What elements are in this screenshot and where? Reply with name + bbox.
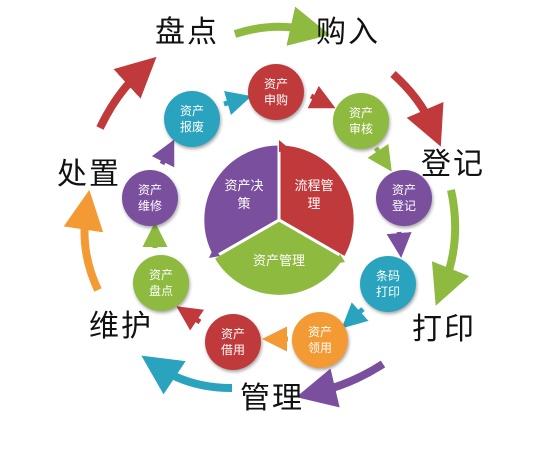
node-asset-apply-l1: 资产 <box>263 77 288 91</box>
node-barcode-print-l1: 条码 <box>375 269 400 283</box>
node-asset-scrap: 资产 报废 <box>164 91 220 147</box>
node-asset-apply-l2: 申购 <box>263 93 288 107</box>
node-barcode-print-l2: 打印 <box>375 285 400 299</box>
node-asset-audit-l1: 资产 <box>348 106 373 120</box>
stage-inventory: 盘点 <box>155 15 219 50</box>
node-asset-borrow-l1: 资产 <box>220 327 245 341</box>
stage-maintain: 维护 <box>89 309 153 344</box>
inner-arrow-3 <box>367 143 392 172</box>
inner-arrow-1 <box>223 91 252 116</box>
node-asset-scrap-l2: 报废 <box>179 120 204 134</box>
outer-arrow-inventory-to-purchase <box>233 6 330 46</box>
node-asset-receive: 资产 领用 <box>292 312 348 368</box>
inner-arrow-5 <box>341 302 369 329</box>
stage-purchase: 购入 <box>316 15 380 50</box>
inner-arrow-2 <box>307 85 336 109</box>
segment-arrow-process <box>279 140 291 152</box>
stage-dispose: 处置 <box>57 157 121 192</box>
node-asset-borrow-l2: 借用 <box>220 343 245 357</box>
node-asset-scrap-l1: 资产 <box>179 104 204 118</box>
stage-register: 登记 <box>421 147 485 182</box>
segment-arrow-decision <box>209 247 220 258</box>
node-asset-register: 资产 登记 <box>376 170 432 226</box>
node-asset-audit: 资产 审核 <box>333 93 389 149</box>
label-management: 资产管理 <box>253 254 305 269</box>
outer-arrow-register-to-print <box>431 189 470 306</box>
outer-arrow-print-to-manage <box>296 360 386 408</box>
stage-manage: 管理 <box>240 381 304 416</box>
outer-arrow-dispose-to-inventory <box>96 56 157 130</box>
node-asset-count-l2: 盘点 <box>148 284 173 298</box>
node-asset-audit-l2: 审核 <box>348 122 373 136</box>
inner-arrow-7 <box>176 306 205 331</box>
segment-arrow-management <box>334 254 345 264</box>
outer-arrow-maintain-to-dispose <box>63 189 104 292</box>
label-process-1: 流程管 <box>294 179 333 194</box>
inner-arrow-4 <box>386 231 412 258</box>
outer-arrow-purchase-to-register <box>390 71 444 147</box>
node-asset-receive-l2: 领用 <box>307 341 332 355</box>
node-asset-apply: 资产 申购 <box>248 64 304 120</box>
node-asset-receive-l1: 资产 <box>307 325 332 339</box>
node-asset-repair: 资产 维修 <box>122 170 178 226</box>
node-asset-register-l1: 资产 <box>391 183 416 197</box>
outer-arrow-manage-to-maintain <box>141 355 233 395</box>
node-asset-repair-l2: 维修 <box>137 199 162 213</box>
node-asset-register-l2: 登记 <box>391 199 416 213</box>
node-asset-count-l1: 资产 <box>148 268 173 282</box>
node-asset-borrow: 资产 借用 <box>205 314 261 370</box>
stage-print: 打印 <box>412 312 476 347</box>
segment-decision <box>201 142 281 261</box>
node-asset-repair-l1: 资产 <box>137 183 162 197</box>
inner-arrow-9 <box>151 139 175 168</box>
node-asset-count: 资产 盘点 <box>133 255 189 311</box>
label-process-2: 理 <box>307 197 320 212</box>
label-decision-1: 资产决 <box>224 179 263 194</box>
center-ring: 资产决 策 流程管 理 资产管理 <box>201 140 357 298</box>
label-decision-2: 策 <box>237 196 250 212</box>
node-barcode-print: 条码 打印 <box>360 256 416 312</box>
